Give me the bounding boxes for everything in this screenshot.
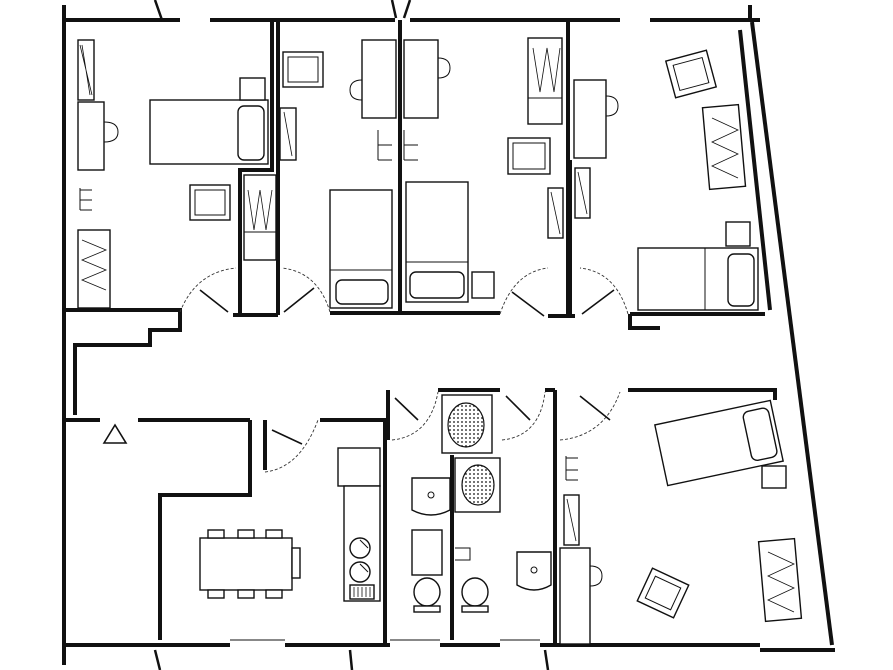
living-dining [199,529,301,599]
washer [411,529,443,576]
chair [207,589,225,599]
windows [153,639,550,670]
washbasin-1 [411,477,451,516]
chair [265,589,283,599]
chair [265,529,283,539]
closet-shared [243,174,277,261]
nightstand [761,465,787,489]
desk-chair [437,57,451,79]
bedroom-2 [279,39,397,309]
desk [559,547,591,645]
chair [291,547,301,579]
pillow [409,271,465,299]
chair [207,529,225,539]
shower-drain-2 [461,464,495,506]
kitchen [337,447,381,602]
pillow [742,407,778,462]
shelf-marks [79,188,92,211]
desk-chair [103,121,119,143]
bedroom-5 [559,399,803,645]
bedroom-3 [403,39,551,303]
toilet-1 [413,577,441,607]
wardrobe-lower [77,229,111,309]
pillow [335,279,389,305]
dining-table [199,537,293,591]
armchair [636,567,690,619]
fridge [337,447,381,487]
pillow [727,253,755,307]
sink-bowl [349,561,371,583]
toilet-2 [461,577,489,607]
nightstand [471,271,495,299]
corridor [102,423,128,444]
nightstand [239,77,266,101]
exterior-walls [62,0,835,665]
chair [237,529,255,539]
armchair [282,51,324,88]
desk [403,39,439,119]
washbasin-2 [516,551,552,591]
desk [573,79,607,159]
desk-chair [349,79,363,101]
desk-chair [589,565,603,587]
desk-chair [605,95,619,117]
armchair [664,49,718,99]
wardrobe-diagonal [757,537,803,623]
desk [77,101,105,171]
doors [179,267,629,473]
bedroom-1 [77,39,269,309]
wardrobe-diagonal [701,103,747,191]
sink-bowl [349,537,371,559]
desk [361,39,397,119]
nightstand [725,221,751,247]
armchair [189,184,231,221]
bathroom [411,394,552,613]
entrance-marker [102,423,128,444]
shower-drain-1 [447,402,485,448]
interior-walls [64,20,777,645]
pillow [237,105,265,161]
chair [237,589,255,599]
armchair [507,137,551,175]
bedroom-4 [527,37,759,311]
